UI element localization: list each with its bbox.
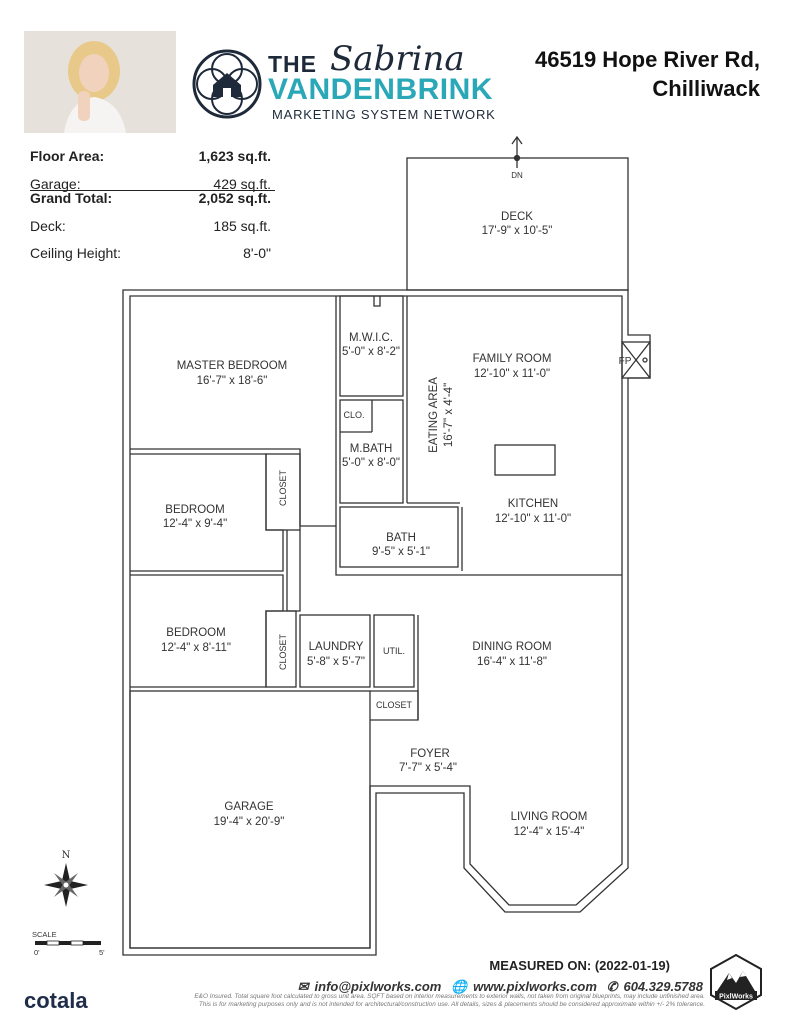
closet1-label: CLOSET [278, 469, 288, 506]
living-room-dim: 12'-4" x 15'-4" [514, 826, 585, 838]
bedroom2-name: BEDROOM [166, 627, 225, 639]
exterior-wall [122, 289, 651, 956]
deck-name: DECK [501, 211, 533, 223]
laundry-dim: 5'-8" x 5'-7" [307, 656, 365, 668]
compass-icon: N [44, 850, 88, 907]
foyer-name: FOYER [410, 748, 450, 760]
pixlworks-badge-icon: PixlWorks [710, 953, 762, 1011]
bedroom1-name: BEDROOM [165, 504, 224, 516]
scale-bar: SCALE 0' 5' [32, 930, 105, 957]
mwic-dim: 5'-0" x 8'-2" [342, 346, 400, 358]
address-line-1: 46519 Hope River Rd, [535, 47, 760, 72]
contact-phone[interactable]: 604.329.5788 [623, 979, 703, 994]
agent-photo [24, 31, 176, 133]
fp-label: FP [619, 356, 632, 367]
family-room-name: FAMILY ROOM [473, 353, 552, 365]
bedroom2-dim: 12'-4" x 8'-11" [161, 642, 231, 654]
contact-info: ✉ info@pixlworks.com 🌐 www.pixlworks.com ✆… [292, 979, 703, 995]
dn-label: DN [511, 171, 523, 180]
kitchen-name: KITCHEN [508, 498, 558, 510]
living-room-name: LIVING ROOM [511, 811, 588, 823]
stat-floor-area: Floor Area: 1,623 sq.ft. [30, 148, 275, 172]
master-bedroom-dim: 16'-7" x 18'-6" [197, 375, 268, 387]
stat-label: Garage: [30, 176, 81, 192]
eating-area-name: EATING AREA [428, 377, 440, 453]
stat-value: 8'-0" [243, 245, 271, 261]
badge-text: PixlWorks [719, 994, 753, 1001]
closet2-label: CLOSET [278, 633, 288, 670]
logo-the: THE [268, 51, 317, 77]
eating-area-dim: 16'-7" x 4'-4" [443, 383, 455, 447]
stat-label: Ceiling Height: [30, 245, 122, 261]
disclaimer-line-2: This is for marketing purposes only and … [198, 1001, 705, 1008]
measured-date: MEASURED ON: (2022-01-19) [489, 958, 670, 973]
bath-dim: 9'-5" x 5'-1" [372, 546, 430, 558]
stat-label: Floor Area: [30, 148, 105, 164]
stat-label: Grand Total: [30, 190, 113, 206]
phone-icon: ✆ [606, 979, 618, 994]
stat-garage: Garage: 429 sq.ft. [30, 176, 275, 192]
kitchen-dim: 12'-10" x 11'-0" [495, 513, 571, 525]
contact-email[interactable]: info@pixlworks.com [314, 979, 442, 994]
clo-label: CLO. [343, 410, 364, 420]
pixlworks-badge: PixlWorks [707, 953, 765, 1011]
bath-name: BATH [386, 532, 416, 544]
contact-web[interactable]: www.pixlworks.com [473, 979, 597, 994]
globe-icon: 🌐 [450, 979, 468, 994]
garage-name: GARAGE [224, 801, 274, 813]
laundry-name: LAUNDRY [309, 641, 364, 653]
stat-label: Deck: [30, 218, 66, 234]
foyer-dim: 7'-7" x 5'-4" [399, 762, 457, 774]
brokerage-logo: THE Sabrina VANDENBRINK MARKETING SYSTEM… [190, 39, 500, 133]
closet3-label: CLOSET [376, 700, 413, 710]
cotala-brand: cotala [24, 988, 88, 1013]
mbath-name: M.BATH [350, 443, 393, 455]
total-divider [30, 190, 275, 191]
logo-surname: VANDENBRINK [268, 73, 493, 106]
scale-end: 5' [99, 948, 105, 957]
email-icon: ✉ [297, 979, 309, 994]
compass-north-label: N [62, 850, 71, 861]
logo-script-name: Sabrina [330, 39, 465, 79]
dining-room-dim: 16'-4" x 11'-8" [477, 656, 547, 668]
scale-start: 0' [34, 948, 40, 957]
stat-deck: Deck: 185 sq.ft. [30, 218, 275, 242]
deck-dim: 17'-9" x 10'-5" [482, 225, 553, 237]
stat-value: 2,052 sq.ft. [198, 190, 271, 206]
property-address: 46519 Hope River Rd, Chilliwack [535, 45, 760, 103]
stat-value: 429 sq.ft. [213, 176, 271, 192]
scale-label: SCALE [32, 930, 57, 939]
mbath-dim: 5'-0" x 8'-0" [342, 457, 400, 469]
address-line-2: Chilliwack [652, 76, 760, 101]
stat-value: 1,623 sq.ft. [198, 148, 271, 164]
dining-room-name: DINING ROOM [472, 641, 551, 653]
util-label: UTIL. [383, 646, 405, 656]
family-room-dim: 12'-10" x 11'-0" [474, 368, 550, 380]
stat-ceiling-height: Ceiling Height: 8'-0" [30, 245, 275, 269]
area-stats: Floor Area: 1,623 sq.ft. Garage: 429 sq.… [30, 148, 275, 269]
bedroom1-dim: 12'-4" x 9'-4" [163, 518, 227, 530]
mwic-name: M.W.I.C. [349, 332, 393, 344]
disclaimer-line-1: E&O Insured. Total square foot calculate… [194, 993, 705, 1000]
stat-grand-total: Grand Total: 2,052 sq.ft. [30, 190, 275, 214]
stat-value: 185 sq.ft. [213, 218, 271, 234]
disclaimer: E&O Insured. Total square foot calculate… [105, 993, 705, 1009]
master-bedroom-name: MASTER BEDROOM [177, 360, 288, 372]
garage-dim: 19'-4" x 20'-9" [214, 816, 285, 828]
logo-tagline: MARKETING SYSTEM NETWORK [272, 107, 496, 122]
logo-emblem-icon [192, 49, 262, 119]
